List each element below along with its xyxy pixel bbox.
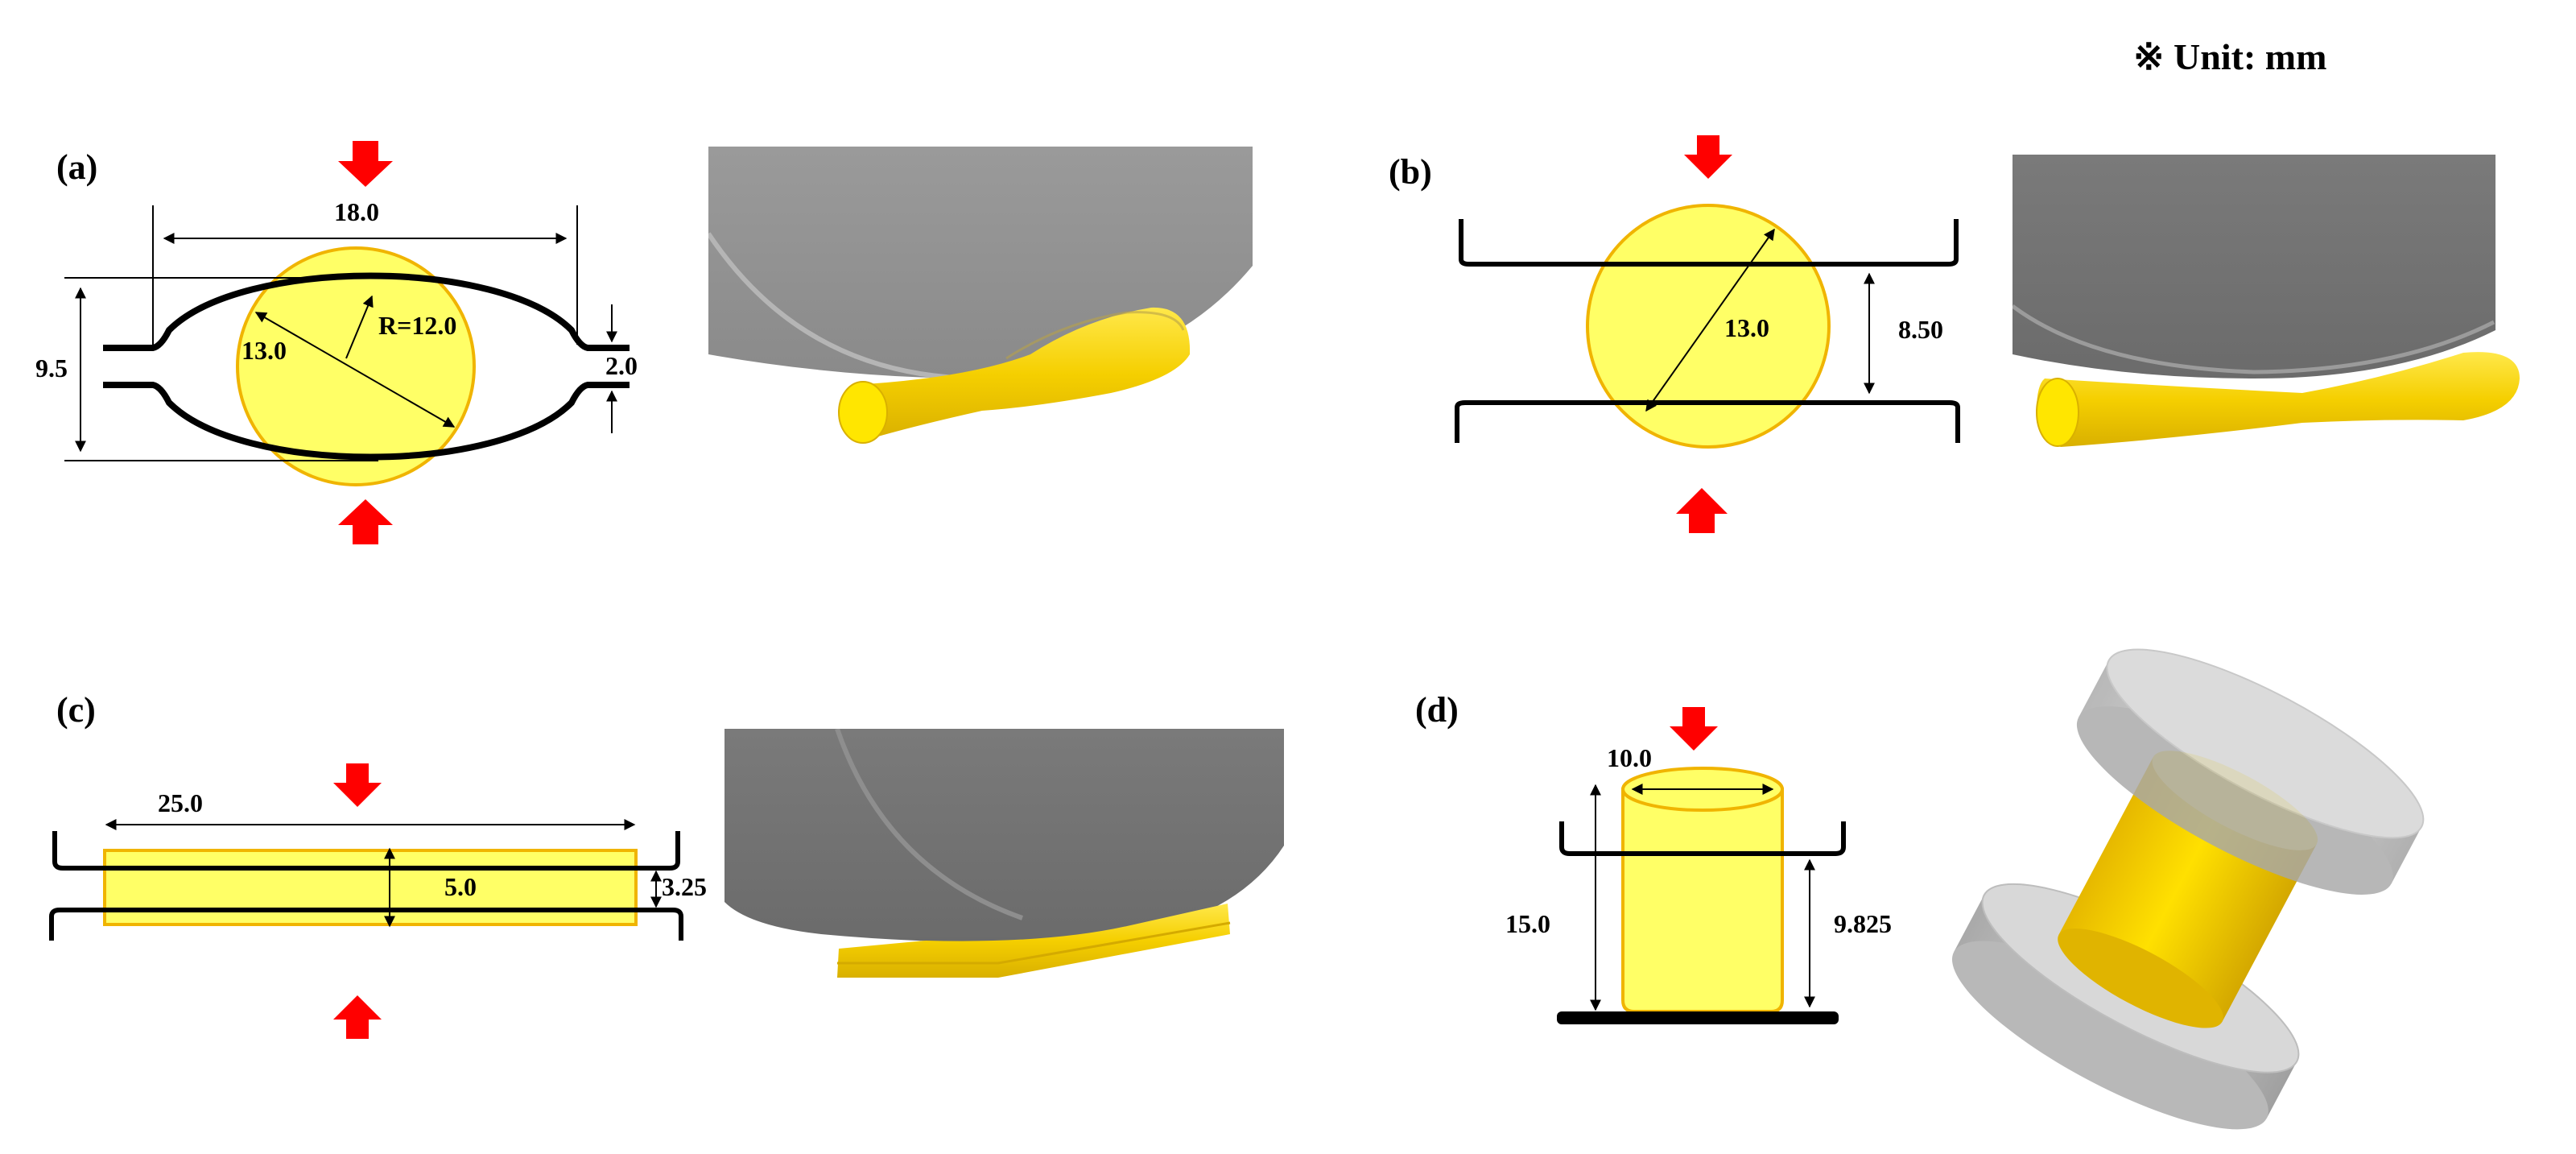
width-value: 18.0	[334, 197, 379, 226]
height-value: 9.5	[35, 354, 68, 383]
cylinder-specimen	[1621, 788, 1784, 1013]
round-specimen	[1586, 204, 1831, 449]
arrow-down-icon	[338, 141, 393, 187]
panel-a-label: (a)	[56, 147, 97, 187]
render-a	[708, 147, 1253, 453]
arrow-up-icon	[338, 499, 393, 544]
arrow-up-icon	[1676, 488, 1728, 533]
upper-flat-die	[1559, 821, 1846, 856]
plate-specimen	[103, 849, 638, 926]
panel-b-label: (b)	[1389, 152, 1432, 192]
upper-platen	[2076, 648, 2425, 895]
unit-note: ※ Unit: mm	[2133, 36, 2326, 77]
panel-c-label: (c)	[56, 690, 96, 730]
gap-value: 3.25	[662, 872, 707, 901]
diameter-value: 13.0	[1724, 313, 1769, 342]
base-plate	[1557, 1011, 1839, 1024]
radius-value: R=12.0	[378, 311, 456, 340]
gap-value: 2.0	[605, 351, 638, 380]
roll-b	[2013, 155, 2496, 378]
rod-a	[840, 307, 1191, 441]
render-b	[2013, 155, 2536, 461]
lower-die	[103, 382, 630, 461]
length-value: 25.0	[158, 788, 203, 817]
upper-flat-die	[52, 831, 680, 871]
panel-c: (c) 25.0 5.0 3.25	[49, 690, 707, 1039]
diameter-line	[1645, 228, 1775, 412]
arrow-up-icon	[333, 995, 382, 1039]
render-d	[1951, 648, 2425, 1130]
thickness-value: 5.0	[444, 872, 477, 901]
arrow-down-icon	[1670, 707, 1718, 751]
diameter-value: 13.0	[242, 336, 287, 365]
upper-die	[103, 272, 630, 351]
panel-b: (b) 13.0 8.50	[1389, 135, 1960, 533]
radius-line	[345, 295, 374, 359]
arrow-down-icon	[333, 763, 382, 807]
rod-b	[2037, 352, 2520, 447]
panel-d-label: (d)	[1415, 690, 1459, 730]
arrow-down-icon	[1684, 135, 1732, 179]
diameter-line	[254, 312, 456, 428]
diameter-value: 10.0	[1607, 743, 1652, 772]
plate-c	[837, 904, 1230, 978]
gap-value: 9.825	[1834, 909, 1892, 938]
gap-value: 8.50	[1898, 315, 1943, 344]
panel-d: (d) 10.0 15.0 9.825	[1415, 690, 1892, 1024]
height-value: 15.0	[1505, 909, 1550, 938]
render-c	[724, 729, 1288, 995]
lower-flat-die	[49, 908, 683, 941]
roll-c	[724, 729, 1284, 943]
panel-a: (a) 18.0 9.5 13.0 R=12.0 2.0	[35, 141, 638, 544]
